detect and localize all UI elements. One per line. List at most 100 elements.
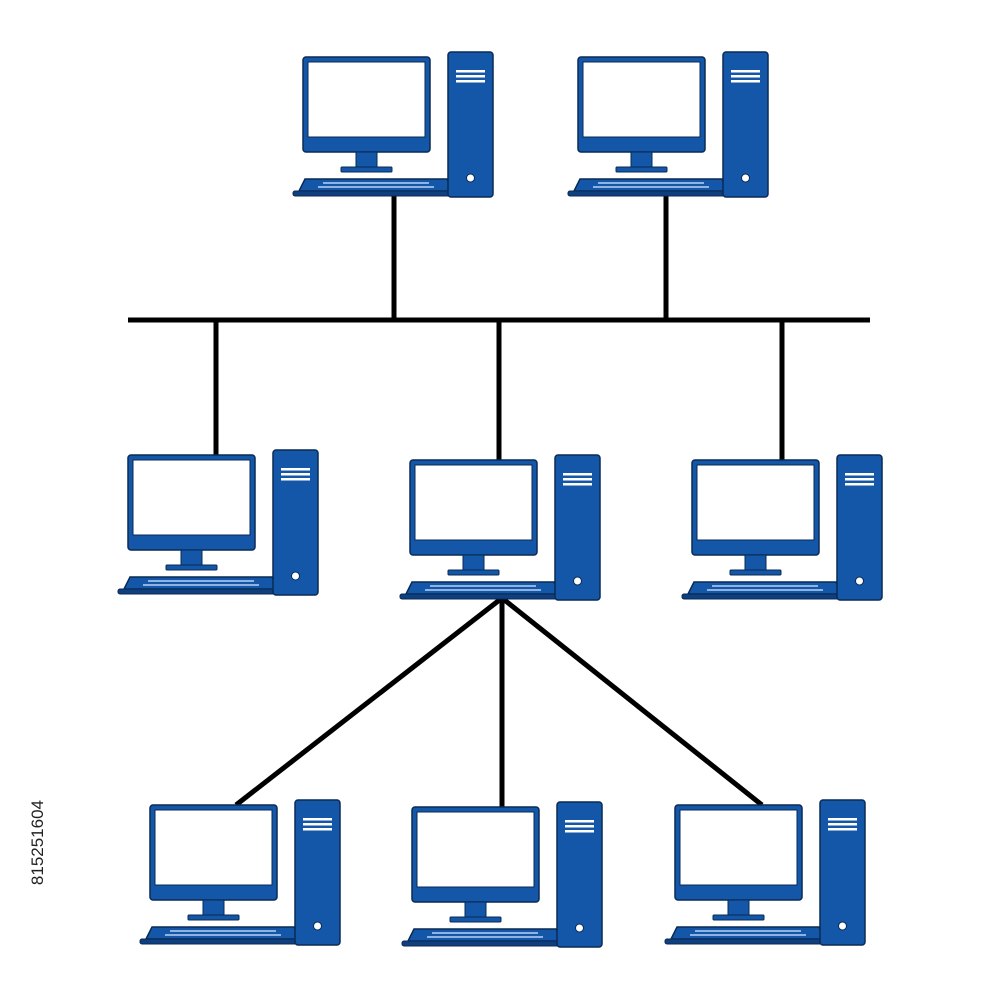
keyboard-icon bbox=[681, 581, 849, 600]
tower-vent bbox=[731, 75, 760, 78]
tower-vent bbox=[731, 70, 760, 73]
computer-top-left bbox=[292, 51, 494, 198]
tower-vent bbox=[828, 823, 857, 826]
tower-case bbox=[819, 799, 866, 946]
monitor-icon bbox=[302, 56, 431, 173]
computer-tower-icon bbox=[722, 51, 769, 198]
computer-bottom-left bbox=[139, 799, 341, 946]
keyboard-icon bbox=[567, 178, 735, 197]
tower-vent bbox=[281, 473, 310, 476]
keyboard-keys-row bbox=[425, 589, 541, 591]
tower-vent bbox=[563, 478, 592, 481]
keyboard-keys-row bbox=[165, 934, 281, 936]
monitor-base bbox=[712, 914, 765, 921]
keyboard-edge bbox=[567, 190, 735, 197]
keyboard-edge bbox=[139, 938, 307, 945]
tower-vent bbox=[303, 818, 332, 821]
keyboard-icon bbox=[401, 928, 569, 947]
power-button bbox=[838, 921, 847, 931]
keyboard-keys-row bbox=[427, 936, 543, 938]
tower-vent bbox=[845, 478, 874, 481]
star-cable-bottom-left bbox=[234, 596, 504, 807]
keyboard-keys-row bbox=[712, 585, 818, 587]
monitor-base bbox=[340, 166, 393, 173]
power-button bbox=[741, 173, 750, 183]
keyboard-keys-row bbox=[593, 186, 709, 188]
keyboard-edge bbox=[401, 940, 569, 947]
keyboard-keys-row bbox=[323, 182, 429, 184]
computer-tower-icon bbox=[554, 454, 601, 601]
computers bbox=[117, 51, 883, 948]
computer-bottom-right bbox=[664, 799, 866, 946]
computer-tower-icon bbox=[272, 449, 319, 596]
tower-vent bbox=[456, 80, 485, 83]
keyboard-icon bbox=[139, 926, 307, 945]
keyboard-body bbox=[144, 926, 302, 940]
monitor-icon bbox=[127, 454, 256, 571]
keyboard-body bbox=[669, 926, 827, 940]
tower-vent bbox=[563, 483, 592, 486]
keyboard-keys-row bbox=[695, 930, 801, 932]
monitor-neck bbox=[744, 554, 767, 572]
keyboard-edge bbox=[117, 588, 285, 595]
tower-vent bbox=[731, 80, 760, 83]
computer-tower-icon bbox=[447, 51, 494, 198]
tower-case bbox=[836, 454, 883, 601]
keyboard-body bbox=[297, 178, 455, 192]
tower-vent bbox=[281, 468, 310, 471]
power-button bbox=[466, 173, 475, 183]
monitor-neck bbox=[202, 899, 225, 917]
keyboard-edge bbox=[664, 938, 832, 945]
power-button bbox=[291, 571, 300, 581]
keyboard-icon bbox=[664, 926, 832, 945]
keyboard-keys-row bbox=[432, 932, 538, 934]
keyboard-body bbox=[122, 576, 280, 590]
tower-case bbox=[447, 51, 494, 198]
monitor-neck bbox=[462, 554, 485, 572]
monitor-icon bbox=[577, 56, 706, 173]
monitor-base bbox=[187, 914, 240, 921]
tower-vent bbox=[828, 828, 857, 831]
keyboard-keys-row bbox=[707, 589, 823, 591]
tower-vent bbox=[456, 75, 485, 78]
monitor-screen bbox=[416, 811, 535, 888]
tower-vent bbox=[563, 473, 592, 476]
keyboard-keys-row bbox=[690, 934, 806, 936]
star-cable-bottom-right bbox=[500, 596, 764, 807]
monitor-screen bbox=[154, 809, 273, 886]
keyboard-icon bbox=[399, 581, 567, 600]
monitor-icon bbox=[149, 804, 278, 921]
monitor-neck bbox=[727, 899, 750, 917]
monitor-icon bbox=[674, 804, 803, 921]
tower-case bbox=[556, 801, 603, 948]
monitor-base bbox=[165, 564, 218, 571]
power-button bbox=[313, 921, 322, 931]
keyboard-edge bbox=[292, 190, 460, 197]
keyboard-keys-row bbox=[318, 186, 434, 188]
keyboard-keys-row bbox=[430, 585, 536, 587]
keyboard-icon bbox=[292, 178, 460, 197]
tower-vent bbox=[303, 828, 332, 831]
monitor-base bbox=[449, 916, 502, 923]
keyboard-body bbox=[404, 581, 562, 595]
keyboard-icon bbox=[117, 576, 285, 595]
tower-case bbox=[722, 51, 769, 198]
monitor-icon bbox=[409, 459, 538, 576]
monitor-icon bbox=[411, 806, 540, 923]
keyboard-body bbox=[686, 581, 844, 595]
tower-vent bbox=[845, 483, 874, 486]
computer-top-right bbox=[567, 51, 769, 198]
monitor-neck bbox=[464, 901, 487, 919]
keyboard-body bbox=[406, 928, 564, 942]
tower-vent bbox=[565, 820, 594, 823]
monitor-base bbox=[729, 569, 782, 576]
monitor-screen bbox=[679, 809, 798, 886]
tower-case bbox=[554, 454, 601, 601]
monitor-screen bbox=[132, 459, 251, 536]
monitor-icon bbox=[691, 459, 820, 576]
tower-vent bbox=[303, 823, 332, 826]
computer-tower-icon bbox=[819, 799, 866, 946]
tower-vent bbox=[281, 478, 310, 481]
